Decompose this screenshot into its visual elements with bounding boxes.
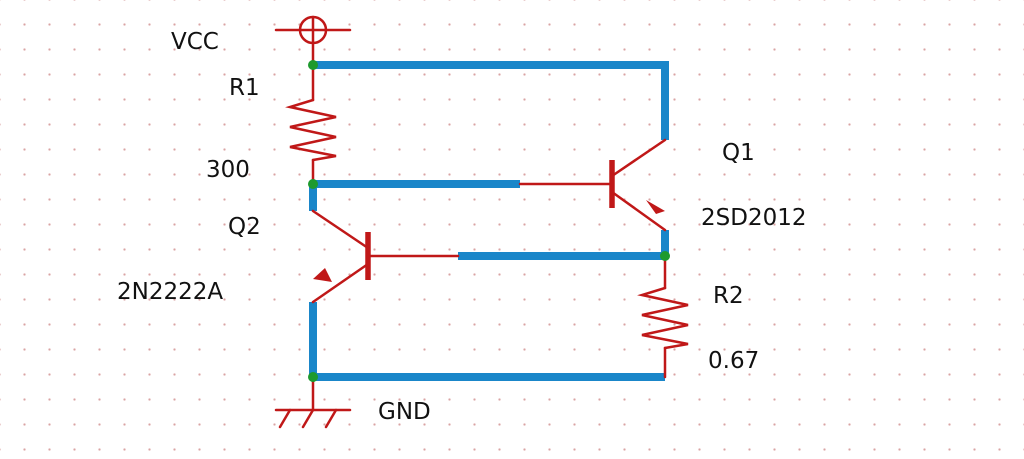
r2-ref-label: R2 (713, 283, 744, 309)
q2-part-label: 2N2222A (117, 279, 223, 305)
r1-ref-label: R1 (229, 75, 260, 101)
vcc-symbol (274, 15, 352, 67)
q1-part-label: 2SD2012 (701, 205, 806, 231)
junction-dot (660, 251, 670, 261)
r1-value-label: 300 (206, 157, 250, 183)
junction-dot (308, 372, 318, 382)
junction-dot (308, 179, 318, 189)
gnd-symbol (274, 375, 352, 429)
q1-ref-label: Q1 (722, 140, 755, 166)
wire-vcc-rail (313, 61, 669, 140)
resistor-r1 (285, 63, 337, 186)
gnd-label: GND (378, 399, 431, 425)
transistor-q2 (311, 209, 460, 304)
resistor-r2 (637, 254, 689, 379)
junctions (308, 60, 670, 382)
transistor-q1 (518, 138, 667, 232)
vcc-label: VCC (171, 29, 219, 55)
wires (309, 61, 669, 381)
q2-ref-label: Q2 (228, 214, 261, 240)
junction-dot (308, 60, 318, 70)
r2-value-label: 0.67 (708, 348, 759, 374)
